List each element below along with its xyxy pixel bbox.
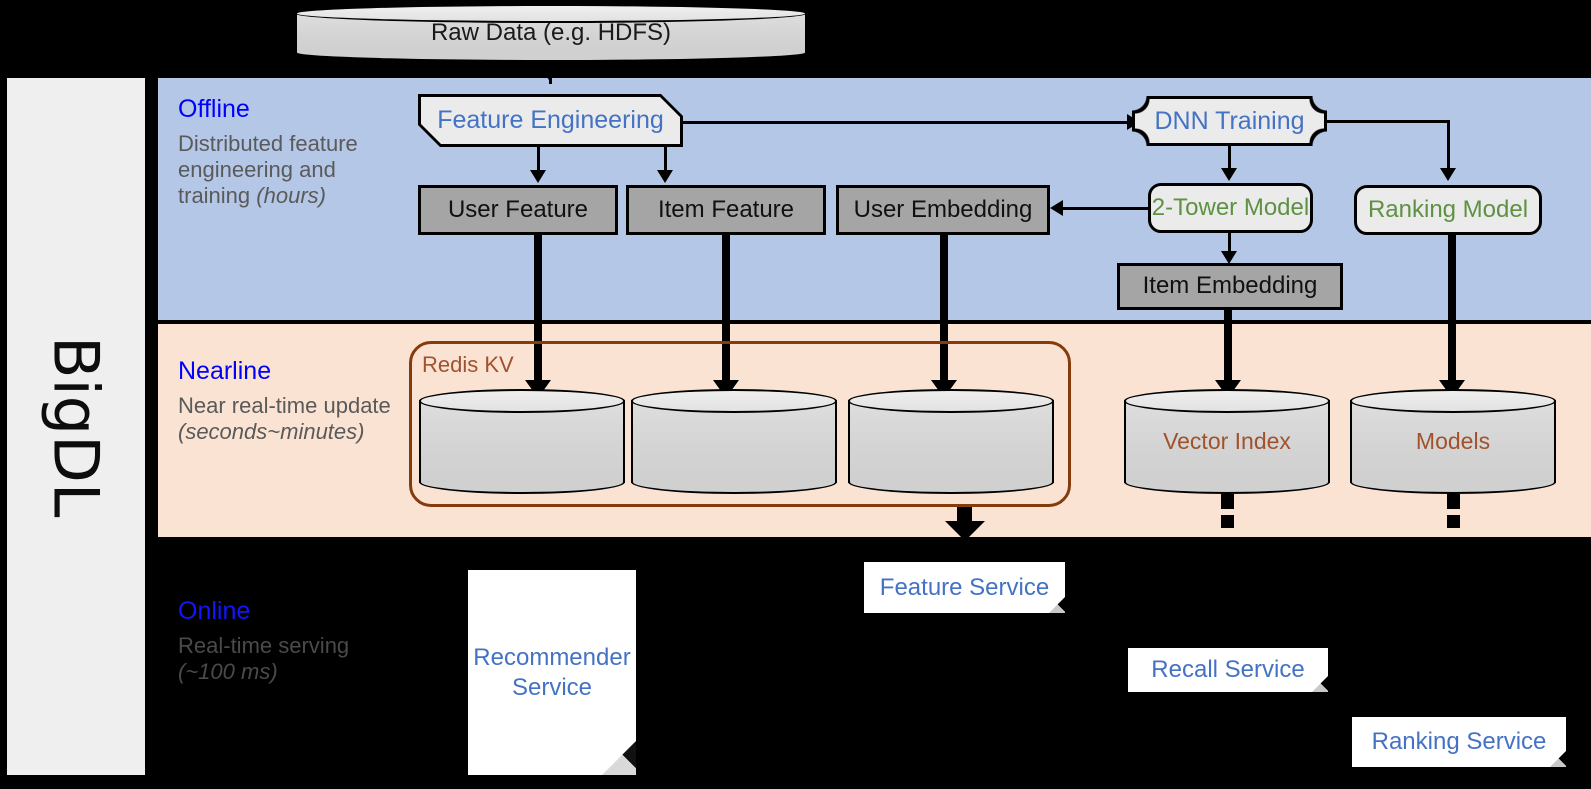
item-feature-box[interactable]: Item Feature: [626, 185, 826, 235]
online-title: Online: [178, 597, 251, 625]
cylinder-top: [1350, 389, 1556, 413]
item-embedding-box[interactable]: Item Embedding: [1117, 263, 1343, 310]
item-embedding-label: Item Embedding: [1142, 272, 1318, 300]
offline-caption: Offline Distributed feature engineering …: [178, 96, 408, 209]
dash-vectorindex-2: [1221, 515, 1234, 528]
connector-2tower-userembedding: [1063, 207, 1151, 210]
user-embedding-store-cylinder[interactable]: [848, 389, 1054, 494]
ranking-model-label: Ranking Model: [1367, 195, 1529, 223]
ranking-model-box[interactable]: Ranking Model: [1354, 185, 1542, 235]
feature-engineering-box[interactable]: Feature Engineering: [418, 94, 683, 147]
connector-fe-itemfeature: [664, 147, 667, 173]
nearline-description: Near real-time update (seconds~minutes): [178, 393, 408, 445]
vector-index-label: Vector Index: [1163, 428, 1291, 454]
arrowhead-redis-featureservice: [945, 521, 985, 541]
nearline-desc-main: Near real-time update: [178, 393, 391, 419]
user-feature-store-cylinder[interactable]: [419, 389, 625, 494]
raw-data-label: Raw Data (e.g. HDFS): [430, 19, 672, 46]
two-tower-model-box[interactable]: 2-Tower Model: [1148, 183, 1313, 233]
online-caption: Online Real-time serving (~100 ms): [178, 598, 408, 685]
cylinder-top: [295, 4, 807, 23]
feature-service-label: Feature Service: [879, 573, 1050, 601]
offline-desc-main: Distributed feature engineering and trai…: [178, 131, 358, 209]
arrowhead-dnn-2tower: [1221, 168, 1237, 181]
arrowhead-fe-itemfeature: [657, 170, 673, 183]
item-feature-store-label: [631, 389, 837, 494]
dash-vectorindex-1: [1221, 494, 1234, 509]
connector-dnn-ranking-v: [1447, 120, 1450, 172]
recommender-service-line2: Service: [511, 673, 593, 701]
arrowhead-rawdata-fe: [536, 62, 562, 80]
cylinder-body: [1124, 400, 1330, 483]
user-feature-store-label: [419, 389, 625, 494]
cylinder-top: [419, 389, 625, 413]
cylinder-top: [631, 389, 837, 413]
recommender-service-box[interactable]: Recommender Service: [468, 570, 636, 775]
cylinder-body: [631, 400, 837, 483]
page-fold-icon: [1049, 597, 1065, 613]
nearline-title: Nearline: [178, 357, 272, 385]
online-desc-duration: (~100 ms): [178, 659, 278, 685]
recommender-service-label: Recommender Service: [473, 643, 630, 702]
dash-models-1: [1447, 494, 1460, 509]
item-feature-label: Item Feature: [657, 195, 795, 223]
cylinder-top: [1124, 389, 1330, 413]
redis-kv-label: Redis KV: [422, 352, 514, 377]
pipe-userfeature-store: [534, 235, 542, 387]
offline-description: Distributed feature engineering and trai…: [178, 131, 408, 209]
raw-data-cylinder: Raw Data (e.g. HDFS): [295, 4, 807, 62]
models-cylinder[interactable]: Models: [1350, 389, 1556, 494]
feature-service-box[interactable]: Feature Service: [864, 562, 1065, 613]
connector-fe-dnn: [683, 121, 1129, 124]
dnn-training-label: DNN Training: [1135, 99, 1324, 143]
cylinder-body: [419, 400, 625, 483]
cylinder-body: [1350, 400, 1556, 483]
two-tower-model-label: 2-Tower Model: [1151, 193, 1310, 221]
vector-index-cylinder[interactable]: Vector Index: [1124, 389, 1330, 494]
bigdl-rail: BigDL: [7, 78, 145, 775]
pipe-rankingmodel-models: [1448, 235, 1456, 387]
bigdl-label: BigDL: [39, 335, 113, 518]
user-feature-box[interactable]: User Feature: [418, 185, 618, 235]
ranking-service-label: Ranking Service: [1371, 728, 1547, 756]
connector-dnn-ranking-h: [1327, 120, 1449, 123]
dnn-training-box[interactable]: DNN Training: [1132, 96, 1327, 146]
online-desc-main: Real-time serving: [178, 633, 350, 659]
connector-fe-userfeature: [537, 147, 540, 173]
arrowhead-2tower-userembedding: [1050, 200, 1063, 216]
ranking-service-box[interactable]: Ranking Service: [1352, 717, 1566, 767]
user-embedding-store-label: [848, 389, 1054, 494]
nearline-caption: Nearline Near real-time update (seconds~…: [178, 358, 408, 445]
recall-service-box[interactable]: Recall Service: [1128, 648, 1328, 692]
pipe-userembedding-store: [940, 235, 948, 387]
feature-engineering-label: Feature Engineering: [421, 97, 680, 144]
arrowhead-dnn-ranking: [1440, 168, 1456, 181]
pipe-itemfeature-store: [722, 235, 730, 387]
item-feature-store-cylinder[interactable]: [631, 389, 837, 494]
recall-service-label: Recall Service: [1151, 656, 1305, 684]
redis-kv-group: [409, 341, 1071, 507]
models-label: Models: [1415, 428, 1491, 454]
pipe-itemembedding-vectorindex: [1224, 310, 1232, 387]
nearline-desc-duration: (seconds~minutes): [178, 419, 365, 445]
online-description: Real-time serving (~100 ms): [178, 633, 408, 685]
page-fold-icon: [1312, 676, 1328, 692]
cylinder-body: [848, 400, 1054, 483]
cylinder-top: [848, 389, 1054, 413]
recommender-service-line1: Recommender: [473, 644, 631, 672]
user-embedding-label: User Embedding: [853, 195, 1033, 223]
arrowhead-fe-userfeature: [530, 170, 546, 183]
page-fold-icon: [602, 741, 636, 775]
arrowhead-2tower-itemembedding: [1221, 251, 1237, 264]
connector-dnn-2tower: [1228, 146, 1231, 172]
dash-redis-featureservice: [957, 507, 972, 521]
dash-models-2: [1447, 515, 1460, 528]
offline-title: Offline: [178, 95, 250, 123]
user-embedding-box[interactable]: User Embedding: [836, 185, 1050, 235]
connector-2tower-itemembedding: [1228, 233, 1231, 255]
page-fold-icon: [1550, 751, 1566, 767]
offline-desc-duration: (hours): [256, 183, 326, 209]
user-feature-label: User Feature: [447, 195, 589, 223]
